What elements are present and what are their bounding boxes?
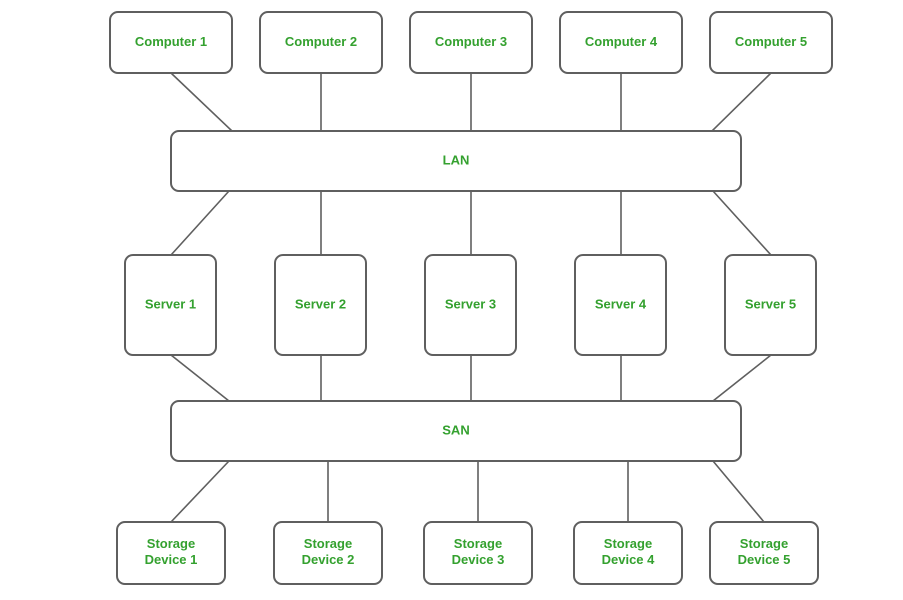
node-server-3[interactable]: Server 3 — [424, 254, 517, 356]
node-computer-2[interactable]: Computer 2 — [259, 11, 383, 74]
nodes-group: Computer 1 Computer 2 Computer 3 Computer 4… — [109, 11, 833, 585]
storage-device-5-box[interactable] — [709, 521, 819, 585]
computer-2-label: Computer 2 — [285, 34, 357, 49]
server-5-box[interactable] — [724, 254, 817, 356]
node-server-1[interactable]: Server 1 — [124, 254, 217, 356]
computer-3-label: Computer 3 — [435, 34, 507, 49]
storage-device-1-box[interactable] — [116, 521, 226, 585]
server-2-box[interactable] — [274, 254, 367, 356]
node-server-4[interactable]: Server 4 — [574, 254, 667, 356]
link-server-5-san — [712, 354, 772, 402]
link-lan-server-1 — [170, 190, 230, 256]
lan-bus-box[interactable] — [170, 130, 742, 192]
san-bus-box[interactable] — [170, 400, 742, 462]
link-computer-1-lan — [170, 72, 233, 132]
computer-2-box[interactable] — [259, 11, 383, 74]
link-lan-server-5 — [712, 190, 772, 256]
tier-servers: Server 1 Server 2 Server 3 Server 4 Server 5 — [124, 254, 817, 356]
computer-4-label: Computer 4 — [585, 34, 658, 49]
lan-bus-label: LAN — [443, 152, 470, 167]
node-lan-bus[interactable]: LAN — [170, 130, 742, 192]
server-2-label: Server 2 — [295, 296, 346, 311]
server-5-label: Server 5 — [745, 296, 796, 311]
node-computer-3[interactable]: Computer 3 — [409, 11, 533, 74]
tier-san: SAN — [170, 400, 742, 462]
node-computer-4[interactable]: Computer 4 — [559, 11, 683, 74]
server-1-box[interactable] — [124, 254, 217, 356]
computer-4-box[interactable] — [559, 11, 683, 74]
node-server-5[interactable]: Server 5 — [724, 254, 817, 356]
tier-computers: Computer 1 Computer 2 Computer 3 Computer 4… — [109, 11, 833, 74]
server-4-label: Server 4 — [595, 296, 647, 311]
server-4-box[interactable] — [574, 254, 667, 356]
node-computer-5[interactable]: Computer 5 — [709, 11, 833, 74]
computer-5-label: Computer 5 — [735, 34, 807, 49]
node-server-2[interactable]: Server 2 — [274, 254, 367, 356]
connector-lines-group — [170, 72, 772, 523]
link-san-storage-5 — [712, 460, 765, 523]
computer-1-label: Computer 1 — [135, 34, 207, 49]
san-bus-label: SAN — [442, 422, 469, 437]
server-3-box[interactable] — [424, 254, 517, 356]
storage-device-3-box[interactable] — [423, 521, 533, 585]
computer-3-box[interactable] — [409, 11, 533, 74]
storage-device-2-box[interactable] — [273, 521, 383, 585]
server-3-label: Server 3 — [445, 296, 496, 311]
storage-device-4-box[interactable] — [573, 521, 683, 585]
node-san-bus[interactable]: SAN — [170, 400, 742, 462]
computer-1-box[interactable] — [109, 11, 233, 74]
tier-lan: LAN — [170, 130, 742, 192]
link-server-1-san — [170, 354, 230, 402]
computer-5-box[interactable] — [709, 11, 833, 74]
server-1-label: Server 1 — [145, 296, 196, 311]
node-computer-1[interactable]: Computer 1 — [109, 11, 233, 74]
link-computer-5-lan — [711, 72, 772, 132]
link-san-storage-1 — [170, 460, 230, 523]
